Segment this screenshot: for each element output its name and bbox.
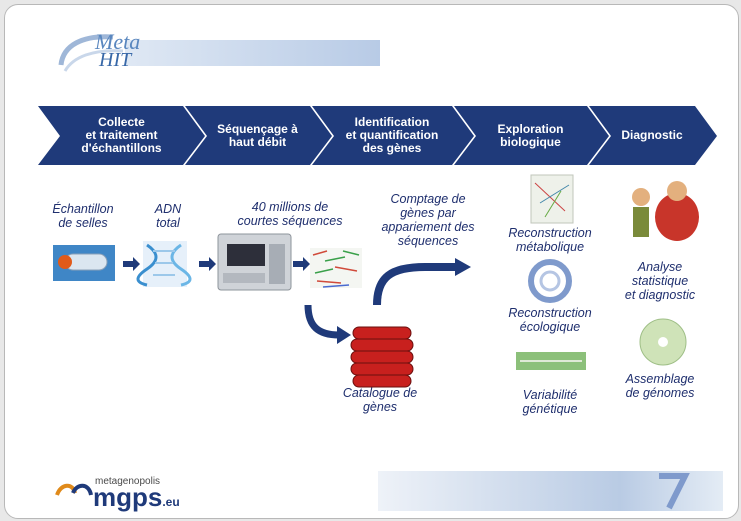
arrow-counting-head: [455, 258, 471, 276]
analysis-label: Analyse statistique et diagnostic: [624, 260, 696, 302]
genome-assembly-disc-icon: [639, 318, 687, 366]
catalogue-label: Catalogue de gènes: [342, 386, 418, 414]
arrow-counting-to-exploration: [373, 263, 457, 306]
header-band: [125, 40, 380, 66]
dna-helix-icon: [136, 241, 192, 287]
pipeline-step-1-label: Collecte et traitement d'échantillons: [81, 115, 162, 155]
brand-top-text: metagenopolis: [95, 476, 161, 487]
sample-label: Échantillon de selles: [52, 202, 114, 230]
brand-main-text: mgps.eu: [93, 483, 180, 516]
fp7-logo-icon: [659, 473, 690, 510]
assembly-label: Assemblage de génomes: [625, 372, 695, 400]
arrow-dna-to-sequencer: [199, 257, 216, 271]
diagnostic-characters-icon: [632, 181, 699, 241]
metahit-swirl-icon: [58, 34, 124, 72]
pipeline-step-2-shape: [185, 106, 332, 165]
arrow-reads-to-catalogue: [304, 304, 340, 339]
genetic-variability-icon: [516, 352, 586, 370]
pipeline-step-4-shape: [454, 106, 609, 165]
pipeline-step-3-label: Identification et quantification des gèn…: [345, 115, 439, 155]
logo-meta-text: Meta: [95, 29, 141, 54]
ecological-label: Reconstruction écologique: [508, 306, 592, 334]
pipeline-step-3-shape: [312, 106, 474, 165]
slide: Meta HIT Collecte et traitement d'échant…: [4, 4, 739, 519]
metabolic-map-icon: [530, 174, 574, 224]
pipeline-step-4-label: Exploration biologique: [497, 121, 564, 149]
brand-suffix: .eu: [162, 495, 180, 509]
pipeline-step-2-label: Séquençage à haut débit: [217, 121, 298, 149]
arrow-sample-to-dna: [123, 257, 140, 271]
ecological-circle-icon: [528, 259, 572, 303]
pipeline-step-1-shape: [38, 106, 205, 165]
brand-main-word: mgps: [93, 482, 163, 512]
dna-label: ADN total: [154, 202, 182, 230]
illustrations: [53, 174, 699, 388]
pipeline-step-5-label: Diagnostic: [621, 128, 683, 142]
pipeline-step-5-shape: [589, 106, 717, 165]
mgps-logo-icon: [55, 483, 93, 496]
sequence-reads-icon: [310, 248, 362, 288]
reads-label: 40 millions de courtes séquences: [237, 200, 343, 228]
metabolic-label: Reconstruction métabolique: [508, 226, 592, 254]
arrow-sequencer-to-reads: [293, 257, 310, 271]
sample-tube-icon: [53, 245, 115, 281]
gene-catalogue-icon: [350, 326, 414, 388]
pipeline-chevrons: [38, 106, 717, 165]
flow-arrows: [123, 257, 310, 271]
logo-hit-text: HIT: [99, 49, 132, 71]
variability-label: Variabilité génétique: [522, 388, 578, 416]
sequencer-machine-icon: [217, 233, 292, 291]
counting-label: Comptage de gènes par appariement des sé…: [381, 192, 475, 248]
arrow-catalogue-head: [337, 326, 351, 344]
